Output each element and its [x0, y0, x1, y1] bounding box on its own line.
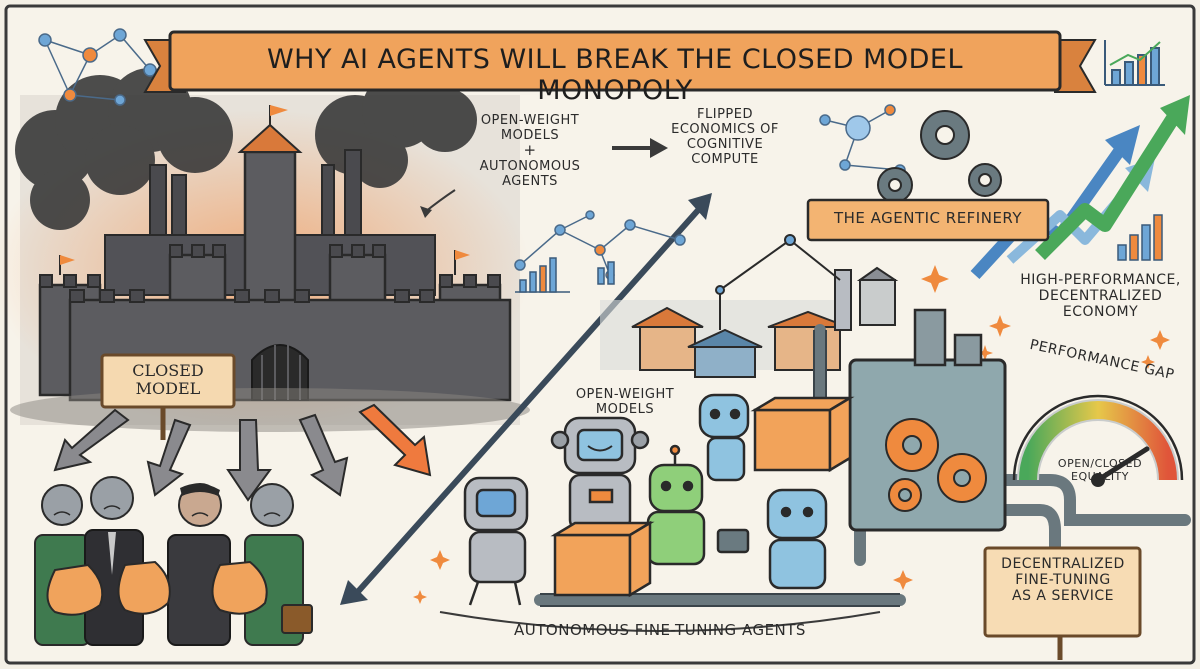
- robot-green: [646, 444, 706, 566]
- gauge-needle: [1095, 446, 1150, 483]
- open-weight-models-robots-label: OPEN-WEIGHT MODELS: [575, 387, 675, 417]
- gear-icon: [877, 110, 1002, 203]
- executive-figure: [84, 476, 144, 646]
- bar-chart-icon: [515, 257, 615, 293]
- sparkle-icon: [413, 265, 1170, 604]
- fine-tuning-robots: [463, 393, 828, 606]
- briefcase-icon: [281, 604, 313, 634]
- closed-model-sign: [100, 353, 236, 409]
- robot-gray: [550, 416, 650, 532]
- autonomous-agents-caption: AUTONOMOUS FINE-TUNING AGENTS: [514, 621, 806, 639]
- money-bag-icon: [46, 560, 268, 616]
- sad-executives: [34, 476, 313, 646]
- network-icon: [38, 28, 157, 106]
- caption-arc: [439, 611, 881, 632]
- closed-model-label: CLOSED MODEL: [132, 361, 204, 399]
- robot-blue: [716, 488, 828, 590]
- open-closed-equality-caption: OPEN/CLOSED EQUALITY: [1057, 457, 1143, 483]
- flipped-economics-label: FLIPPED ECONOMICS OF COGNITIVE COMPUTE: [671, 107, 779, 167]
- decentralized-economy-label: HIGH-PERFORMANCE, DECENTRALIZED ECONOMY: [1020, 272, 1181, 321]
- autonomous-agents-label: AUTONOMOUS AGENTS: [479, 159, 581, 189]
- page-title: WHY AI AGENTS WILL BREAK THE CLOSED MODE…: [266, 44, 964, 106]
- gear-icon: [885, 418, 987, 512]
- open-weight-models-label: OPEN-WEIGHT MODELS: [480, 113, 580, 143]
- plus-sign: +: [523, 141, 537, 159]
- performance-diagonal-arrow: [340, 193, 712, 605]
- decentralized-village: [600, 234, 899, 378]
- fine-tuning-service-sign: [983, 546, 1142, 638]
- outflow-arrows: [53, 403, 432, 502]
- robot-blue: [698, 393, 750, 482]
- box-icon: [550, 395, 855, 598]
- agentic-refinery-text: THE AGENTIC REFINERY: [833, 209, 1023, 227]
- bar-chart-icon: [1104, 40, 1165, 86]
- bar-chart-icon: [1117, 214, 1163, 261]
- fine-tuning-service-label: DECENTRALIZED FINE-TUNING AS A SERVICE: [1001, 556, 1125, 605]
- agentic-refinery-label: [806, 198, 1050, 242]
- title-banner: [143, 30, 1097, 93]
- robot-gray: [463, 476, 529, 606]
- gauge-fill: [1019, 401, 1177, 481]
- performance-gap-gauge: [1012, 394, 1184, 487]
- closed-castle-scene: [0, 68, 530, 646]
